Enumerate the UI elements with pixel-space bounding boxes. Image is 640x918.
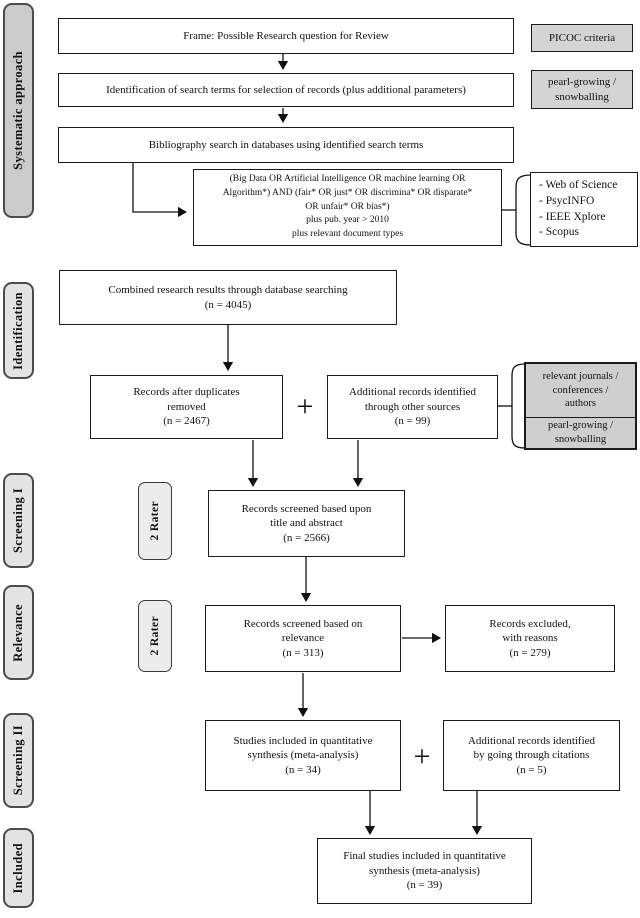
flow-box-text: through other sources [364,400,461,413]
flow-box-duplicates-removed: Records after duplicates removed (n = 24… [90,375,283,439]
bracket-databases [515,174,532,246]
stage-label-text: Relevance [11,603,25,662]
query-line: plus pub. year > 2010 [306,215,389,226]
annotation-other-sources: relevant journals / conferences / author… [524,362,637,450]
stage-label-identification: Identification [3,282,34,379]
annotation-text: pearl-growing / [547,420,614,432]
flow-box-search-terms: Identification of search terms for selec… [58,73,514,107]
database-item: - Web of Science [539,179,618,192]
annotation-databases: - Web of Science - PsycINFO - IEEE Xplor… [530,172,638,247]
flow-box-citation-records: Additional records identified by going t… [443,720,620,791]
rater-label-relevance: 2 Rater [138,600,172,672]
flow-box-text: Additional records identified [467,734,596,747]
stage-label-text: Systematic approach [11,51,25,170]
rater-label-text: 2 Rater [149,616,161,656]
flow-box-text: Records screened based upon [241,502,372,515]
annotation-text: PICOC criteria [548,31,616,44]
flow-box-excluded: Records excluded, with reasons (n = 279) [445,605,615,672]
annotation-text: authors [565,398,596,410]
flow-box-count: (n = 34) [285,763,321,776]
annotation-journals-conferences: relevant journals / conferences / author… [526,364,635,418]
stage-label-included: Included [3,828,34,908]
rater-label-text: 2 Rater [149,501,161,541]
flow-box-text: Frame: Possible Research question for Re… [183,29,389,42]
flow-box-text: Records after duplicates [133,386,240,399]
stage-label-text: Included [11,842,25,894]
flow-box-text: with reasons [502,632,558,645]
flow-box-count: (n = 2467) [163,415,210,428]
flow-box-count: (n = 4045) [204,298,252,311]
flow-box-count: (n = 39) [406,879,443,892]
stage-label-screening-1: Screening I [3,473,34,568]
flow-box-quantitative-synthesis: Studies included in quantitative synthes… [205,720,401,791]
flow-box-count: (n = 279) [509,646,551,659]
flow-box-text: by going through citations [473,749,590,762]
flow-box-text: Final studies included in quantitative [343,850,506,863]
stage-label-systematic-approach: Systematic approach [3,3,34,218]
database-item: - Scopus [539,226,579,239]
flow-box-count: (n = 5) [516,763,547,776]
flow-box-text: title and abstract [270,517,343,530]
flow-box-search-query: (Big Data OR Artificial Intelligence OR … [193,169,502,246]
annotation-text: snowballing [554,434,607,445]
annotation-text: snowballing [555,90,609,103]
flow-box-text: synthesis (meta-analysis) [369,864,480,877]
flow-box-count: (n = 2566) [283,531,330,544]
flow-box-frame: Frame: Possible Research question for Re… [58,18,514,54]
query-line: plus relevant document types [291,229,404,240]
plus-icon: + [413,740,431,773]
query-line: (Big Data OR Artificial Intelligence OR … [229,174,466,185]
annotation-pearl-growing: pearl-growing / snowballing [531,70,633,109]
stage-label-text: Screening I [11,488,25,553]
database-item: - PsycINFO [539,194,595,207]
flow-box-count: (n = 99) [394,415,431,428]
flow-box-screened-title-abstract: Records screened based upon title and ab… [208,490,405,557]
rater-label-screening: 2 Rater [138,482,172,560]
flow-box-text: Additional records identified [348,386,477,399]
arrow-bibliography-to-query [132,163,188,218]
stage-label-text: Screening II [11,725,25,796]
stage-label-text: Identification [11,291,25,370]
plus-icon: + [296,390,314,423]
stage-label-relevance: Relevance [3,585,34,680]
annotation-text: conferences / [552,384,609,396]
flow-box-text: Combined research results through databa… [108,283,348,296]
database-item: - IEEE Xplore [539,210,606,223]
stage-label-screening-2: Screening II [3,713,34,808]
flow-box-text: synthesis (meta-analysis) [247,749,359,762]
flow-box-bibliography: Bibliography search in databases using i… [58,127,514,163]
annotation-text: relevant journals / [542,371,619,383]
flow-box-text: Records excluded, [489,617,571,630]
flow-box-text: Records screened based on [243,617,363,630]
flow-box-text: Bibliography search in databases using i… [148,138,424,151]
flow-box-text: Studies included in quantitative [233,734,373,747]
flow-box-text: Identification of search terms for selec… [106,83,466,96]
flow-box-final-studies: Final studies included in quantitative s… [317,838,532,904]
annotation-picoc-criteria: PICOC criteria [531,24,633,52]
annotation-text: pearl-growing / [547,75,617,88]
query-line: Algorithm*) AND (fair* OR just* OR discr… [222,187,473,198]
flow-box-screened-relevance: Records screened based on relevance (n =… [205,605,401,672]
query-line: OR unfair* OR bias*) [305,201,390,212]
flow-box-count: (n = 313) [282,646,324,659]
flow-box-text: relevance [281,632,325,645]
flow-box-text: removed [167,400,206,413]
annotation-pearl-growing-snowballing: pearl-growing / snowballing [526,418,635,448]
flow-box-combined-results: Combined research results through databa… [59,270,397,325]
flow-box-additional-sources: Additional records identified through ot… [327,375,498,439]
